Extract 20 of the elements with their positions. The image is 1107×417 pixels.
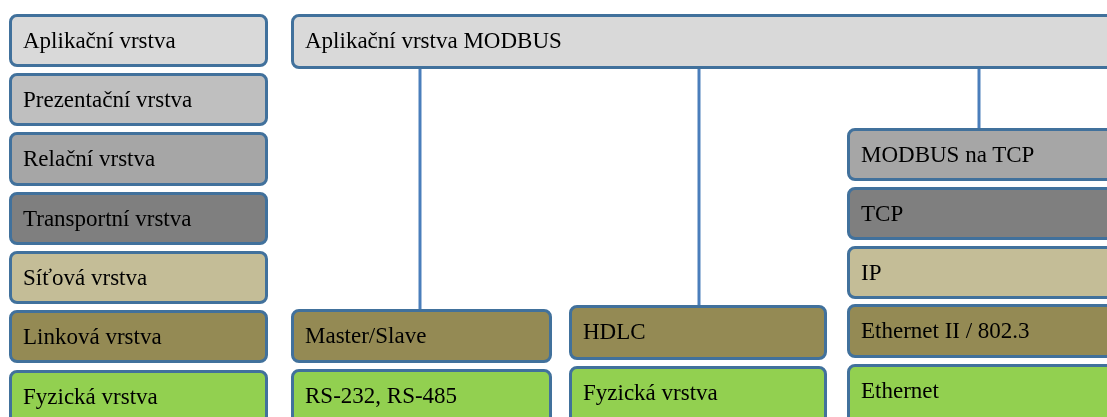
layer-box: Fyzická vrstva [569, 366, 827, 417]
layer-box: Linková vrstva [9, 310, 268, 363]
layer-box: IP [847, 246, 1107, 299]
layer-box: Ethernet [847, 364, 1107, 417]
layer-box: Prezentační vrstva [9, 73, 268, 126]
layer-box: Aplikační vrstva MODBUS [291, 14, 1107, 69]
layer-box: Síťová vrstva [9, 251, 268, 304]
layer-box: RS-232, RS-485 [291, 369, 552, 417]
layer-box: Relační vrstva [9, 132, 268, 186]
layer-box: HDLC [569, 305, 827, 360]
connector-line [977, 69, 981, 128]
layer-box: MODBUS na TCP [847, 128, 1107, 181]
layer-box: Ethernet II / 802.3 [847, 304, 1107, 358]
connector-line [697, 69, 701, 305]
layer-box: Aplikační vrstva [9, 14, 268, 67]
layer-box: Fyzická vrstva [9, 370, 268, 417]
layer-box: Transportní vrstva [9, 192, 268, 245]
layer-box: TCP [847, 187, 1107, 240]
layer-box: Master/Slave [291, 309, 552, 363]
connector-line [418, 69, 422, 309]
